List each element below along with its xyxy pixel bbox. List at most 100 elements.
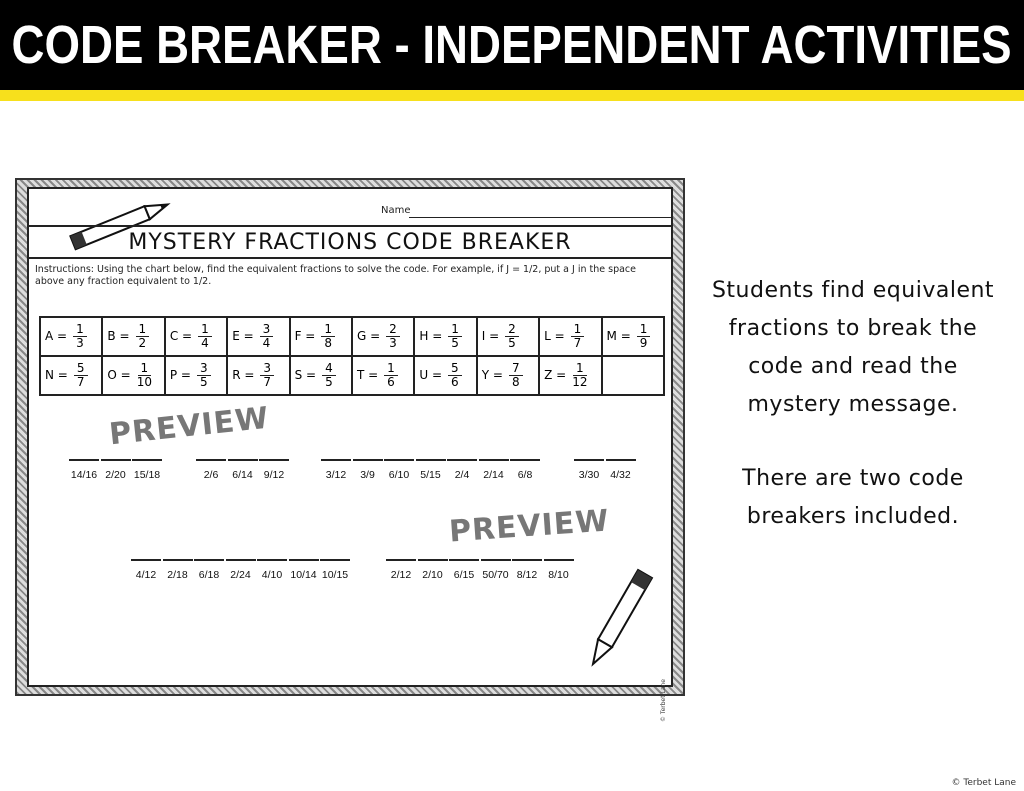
answer-line[interactable] [384, 459, 414, 461]
code-fraction: 4/32 [610, 469, 631, 481]
worksheet-title: MYSTERY FRACTIONS CODE BREAKER [29, 225, 671, 259]
code-fraction: 6/14 [232, 469, 253, 481]
answer-line[interactable] [386, 559, 416, 561]
code-blank[interactable]: 2/24 [225, 559, 256, 581]
code-fraction: 5/15 [420, 469, 441, 481]
code-blank[interactable]: 6/8 [510, 459, 540, 481]
answer-line[interactable] [447, 459, 477, 461]
answer-line[interactable] [352, 459, 383, 461]
code-fraction: 2/24 [230, 569, 251, 581]
code-blank[interactable]: 2/18 [162, 559, 193, 581]
answer-line[interactable] [510, 459, 540, 461]
letter: R = [232, 368, 255, 382]
code-blank[interactable]: 8/12 [512, 559, 542, 581]
answer-line[interactable] [196, 459, 226, 461]
answer-line[interactable] [605, 459, 636, 461]
code-blank[interactable]: 2/12 [386, 559, 416, 581]
code-blank[interactable]: 2/4 [447, 459, 477, 481]
code-fraction: 15/18 [133, 469, 161, 481]
code-blank[interactable]: 3/30 [574, 459, 604, 481]
letter: B = [107, 329, 130, 343]
name-label: Name [381, 205, 411, 216]
answer-line[interactable] [288, 559, 319, 561]
letter: F = [294, 329, 316, 343]
letter: I = [481, 329, 500, 343]
answer-line[interactable] [321, 459, 351, 461]
code-fraction: 10/14 [290, 569, 317, 581]
code-blank[interactable]: 10/14 [288, 559, 319, 581]
code-fraction: 8/10 [548, 569, 569, 581]
answer-line[interactable] [415, 459, 446, 461]
letter: N = [45, 368, 68, 382]
description-text: There are two code breakers included. [742, 466, 964, 529]
code-blank[interactable]: 8/10 [543, 559, 574, 581]
letter: E = [232, 329, 254, 343]
answer-line[interactable] [162, 559, 193, 561]
answer-line[interactable] [449, 559, 479, 561]
code-fraction: 6/8 [517, 469, 533, 481]
code-blank[interactable]: 2/10 [417, 559, 448, 581]
letter: A = [45, 329, 68, 343]
answer-line[interactable] [543, 559, 574, 561]
code-blank[interactable]: 3/9 [352, 459, 383, 481]
code-fraction: 4/12 [135, 569, 157, 581]
code-blank[interactable]: 2/14 [478, 459, 509, 481]
code-fraction: 2/4 [454, 469, 470, 481]
answer-line[interactable] [512, 559, 542, 561]
code-blank[interactable]: 3/12 [321, 459, 351, 481]
page-header: Code Breaker - Independent Activities [0, 0, 1024, 90]
name-field[interactable] [409, 217, 671, 218]
answer-line[interactable] [131, 559, 161, 561]
answer-line[interactable] [132, 459, 162, 461]
code-blank[interactable]: 2/20 [100, 459, 131, 481]
code-fraction: 9/12 [263, 469, 285, 481]
pencil-icon [591, 568, 654, 667]
code-blank[interactable]: 10/15 [320, 559, 350, 581]
answer-line[interactable] [100, 459, 131, 461]
worksheet-copyright: © Terbet Lane [660, 679, 667, 722]
answer-line[interactable] [259, 459, 289, 461]
answer-line[interactable] [574, 459, 604, 461]
code-blank[interactable]: 6/10 [384, 459, 414, 481]
code-blank[interactable]: 4/32 [605, 459, 636, 481]
code-blank[interactable]: 6/18 [194, 559, 224, 581]
code-fraction: 6/10 [388, 469, 410, 481]
code-blank[interactable]: 14/16 [69, 459, 99, 481]
code-blank[interactable]: 4/10 [257, 559, 287, 581]
code-fraction: 2/10 [422, 569, 443, 581]
letter: Y = [481, 368, 503, 382]
answer-line[interactable] [480, 559, 511, 561]
code-blank[interactable]: 5/15 [415, 459, 446, 481]
code-blank[interactable]: 2/6 [196, 459, 226, 481]
answer-line[interactable] [69, 459, 99, 461]
answer-line[interactable] [225, 559, 256, 561]
answer-line[interactable] [194, 559, 224, 561]
letter: P = [169, 368, 191, 382]
preview-watermark: PREVIEW [107, 400, 271, 453]
code-blank[interactable]: 9/12 [259, 459, 289, 481]
code-blank[interactable]: 6/14 [227, 459, 258, 481]
answer-line[interactable] [417, 559, 448, 561]
answer-line[interactable] [320, 559, 350, 561]
answer-line[interactable] [478, 459, 509, 461]
code-blank[interactable]: 15/18 [132, 459, 162, 481]
description-text: Students find equivalent fractions to br… [711, 278, 995, 417]
code-blank[interactable]: 6/15 [449, 559, 479, 581]
answer-line[interactable] [257, 559, 287, 561]
code-blank[interactable]: 50/70 [480, 559, 511, 581]
answer-line[interactable] [227, 459, 258, 461]
code-blank[interactable]: 4/12 [131, 559, 161, 581]
